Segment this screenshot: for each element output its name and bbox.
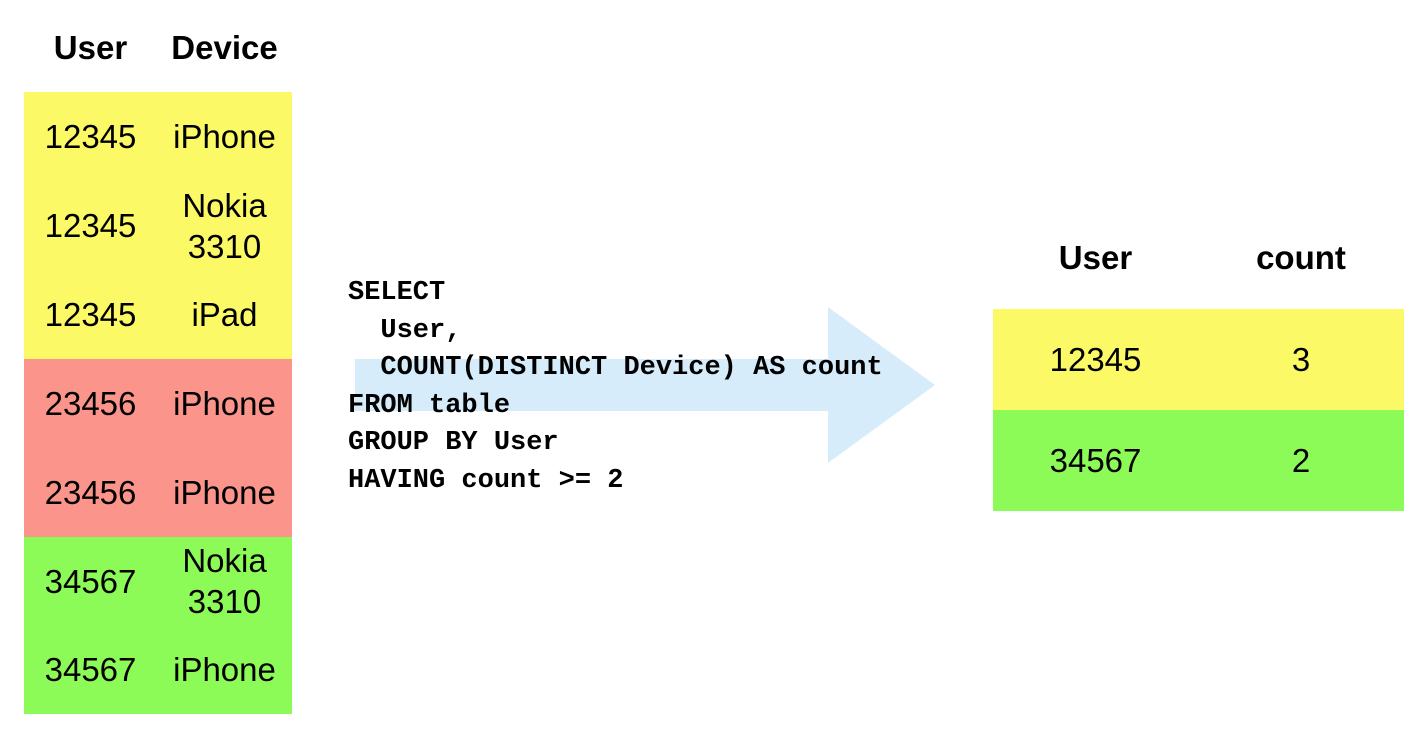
arrow-shape bbox=[355, 307, 935, 463]
sql-query: SELECT User, COUNT(DISTINCT Device) AS c… bbox=[348, 278, 883, 496]
input-row: 12345 Nokia 3310 bbox=[24, 181, 292, 270]
input-row: 12345 iPhone bbox=[24, 92, 292, 181]
input-header-device: Device bbox=[171, 29, 278, 66]
output-row: 34567 2 bbox=[993, 410, 1404, 511]
input-row: 23456 iPhone bbox=[24, 448, 292, 537]
input-cell-user: 12345 bbox=[44, 118, 137, 155]
input-row: 12345 iPad bbox=[24, 270, 292, 359]
input-cell-device: iPhone bbox=[173, 118, 276, 155]
output-cell-user: 12345 bbox=[1049, 341, 1142, 378]
input-cell-device: iPad bbox=[191, 296, 258, 333]
output-header-count: count bbox=[1256, 239, 1346, 276]
output-cell-count: 2 bbox=[1291, 442, 1311, 479]
input-cell-device: Nokia 3310 bbox=[182, 542, 267, 620]
input-cell-user: 34567 bbox=[44, 651, 137, 688]
output-table: 12345 3 34567 2 bbox=[993, 309, 1404, 511]
input-row: 23456 iPhone bbox=[24, 359, 292, 448]
input-header-user: User bbox=[53, 29, 128, 66]
input-cell-device: iPhone bbox=[173, 651, 276, 688]
input-cell-user: 12345 bbox=[44, 296, 137, 333]
output-header-user: User bbox=[1058, 239, 1133, 276]
right-arrow-icon bbox=[355, 307, 935, 463]
input-cell-user: 23456 bbox=[44, 385, 137, 422]
input-cell-device: Nokia 3310 bbox=[182, 186, 267, 265]
input-cell-user: 12345 bbox=[44, 207, 137, 244]
input-cell-user: 23456 bbox=[44, 474, 137, 511]
output-row: 12345 3 bbox=[993, 309, 1404, 410]
output-cell-user: 34567 bbox=[1049, 442, 1142, 479]
input-row: 34567 iPhone bbox=[24, 625, 292, 714]
input-cell-user: 34567 bbox=[44, 562, 137, 600]
output-cell-count: 3 bbox=[1291, 341, 1311, 378]
input-row: 34567 Nokia 3310 bbox=[24, 537, 292, 625]
input-cell-device: iPhone bbox=[173, 474, 276, 511]
input-cell-device: iPhone bbox=[173, 385, 276, 422]
